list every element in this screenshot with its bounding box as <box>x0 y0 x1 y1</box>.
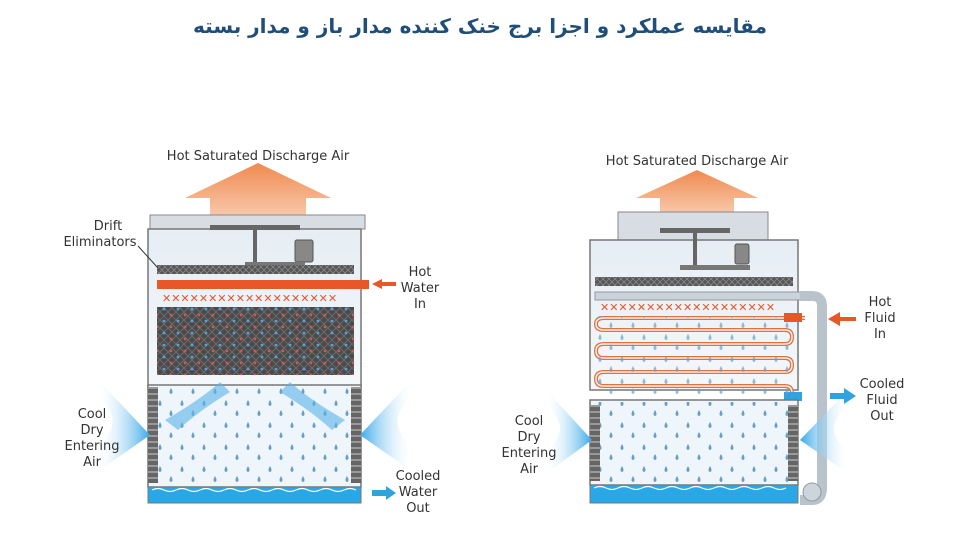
open-water-droplets <box>150 387 359 485</box>
open-fill-droplets <box>157 307 354 375</box>
open-water-basin <box>147 486 362 504</box>
open-cool-air-2: Dry <box>80 423 103 438</box>
cooled-water-label-1: Cooled <box>396 469 441 484</box>
closed-motor-base <box>680 265 750 270</box>
open-cool-air-1: Cool <box>78 407 107 422</box>
closed-circuit-tower: Hot Saturated Discharge Air ✕✕✕✕✕✕✕✕✕✕✕✕… <box>502 154 905 505</box>
hot-water-label-1: Hot <box>409 265 432 280</box>
closed-right-louver <box>788 405 798 481</box>
closed-recirc-pipe <box>800 291 827 505</box>
closed-spray-nozzles: ✕✕✕✕✕✕✕✕✕✕✕✕✕✕✕✕✕✕✕ <box>600 301 775 314</box>
hot-water-in-arrow <box>372 279 396 289</box>
hot-fluid-in-arrow <box>828 312 856 326</box>
closed-discharge-label: Hot Saturated Discharge Air <box>606 154 789 169</box>
open-circuit-tower: Hot Saturated Discharge Air ✕✕✕✕✕✕✕✕✕✕✕✕… <box>63 149 440 516</box>
closed-cool-air-3: Entering <box>502 446 557 461</box>
open-right-louver <box>351 387 361 483</box>
closed-cool-air-1: Cool <box>515 414 544 429</box>
cooled-fluid-out-arrow <box>830 388 856 404</box>
open-hot-water-pipe <box>157 280 369 289</box>
open-left-louver <box>148 387 158 483</box>
open-discharge-label: Hot Saturated Discharge Air <box>167 149 350 164</box>
closed-cool-air-4: Air <box>520 462 539 477</box>
open-inner-air-left <box>165 382 230 430</box>
hot-water-label-3: In <box>414 297 426 312</box>
closed-pump-icon <box>802 482 822 502</box>
open-fan-blade-icon <box>210 225 300 230</box>
open-inner-air-right <box>280 382 345 430</box>
closed-right-air-arrow <box>800 392 846 472</box>
drift-label-line2: Eliminators <box>63 235 136 250</box>
open-fan-shaft <box>253 230 257 264</box>
open-left-air-arrow <box>100 382 150 470</box>
cooled-water-label-3: Out <box>406 501 430 516</box>
hot-fluid-label-3: In <box>874 327 886 342</box>
cooled-water-label-2: Water <box>399 485 438 500</box>
drift-label-leader <box>137 245 159 269</box>
hot-water-label-2: Water <box>401 281 440 296</box>
closed-water-basin <box>589 484 799 504</box>
drift-label-line1: Drift <box>94 219 122 234</box>
closed-coil-droplets <box>596 316 792 400</box>
closed-left-louver <box>590 405 600 481</box>
open-cool-air-4: Air <box>83 455 102 470</box>
closed-motor-icon <box>734 243 750 265</box>
closed-hot-air-arrow <box>636 170 758 212</box>
closed-cool-air-2: Dry <box>517 430 540 445</box>
cooled-water-out-arrow <box>372 486 396 500</box>
open-motor-icon <box>294 239 314 263</box>
closed-basin-waves <box>593 485 787 491</box>
open-hot-air-arrow <box>185 163 331 215</box>
open-basin-waves <box>151 487 357 493</box>
closed-drift-eliminators <box>595 277 793 286</box>
closed-left-air-arrow <box>548 392 592 472</box>
cooled-fluid-label-1: Cooled <box>860 377 905 392</box>
open-spray-nozzles: ✕✕✕✕✕✕✕✕✕✕✕✕✕✕✕✕✕✕✕ <box>162 292 337 305</box>
hot-fluid-label-1: Hot <box>869 295 892 310</box>
closed-fan-blade-icon <box>660 228 730 233</box>
closed-spray-header <box>594 291 808 301</box>
closed-coil-outlet <box>784 392 802 401</box>
page-title: مقایسه عملکرد و اجزا برج خنک کننده مدار … <box>193 14 767 38</box>
open-cool-air-3: Entering <box>65 439 120 454</box>
closed-coil-inlet <box>784 313 802 322</box>
open-right-air-arrow <box>360 382 410 470</box>
cooled-fluid-label-2: Fluid <box>866 393 897 408</box>
closed-water-droplets <box>592 402 796 483</box>
open-motor-base <box>245 262 305 267</box>
closed-fan-shaft <box>693 233 697 265</box>
cooled-fluid-label-3: Out <box>870 409 894 424</box>
open-drift-eliminators <box>157 265 354 274</box>
hot-fluid-label-2: Fluid <box>864 311 895 326</box>
